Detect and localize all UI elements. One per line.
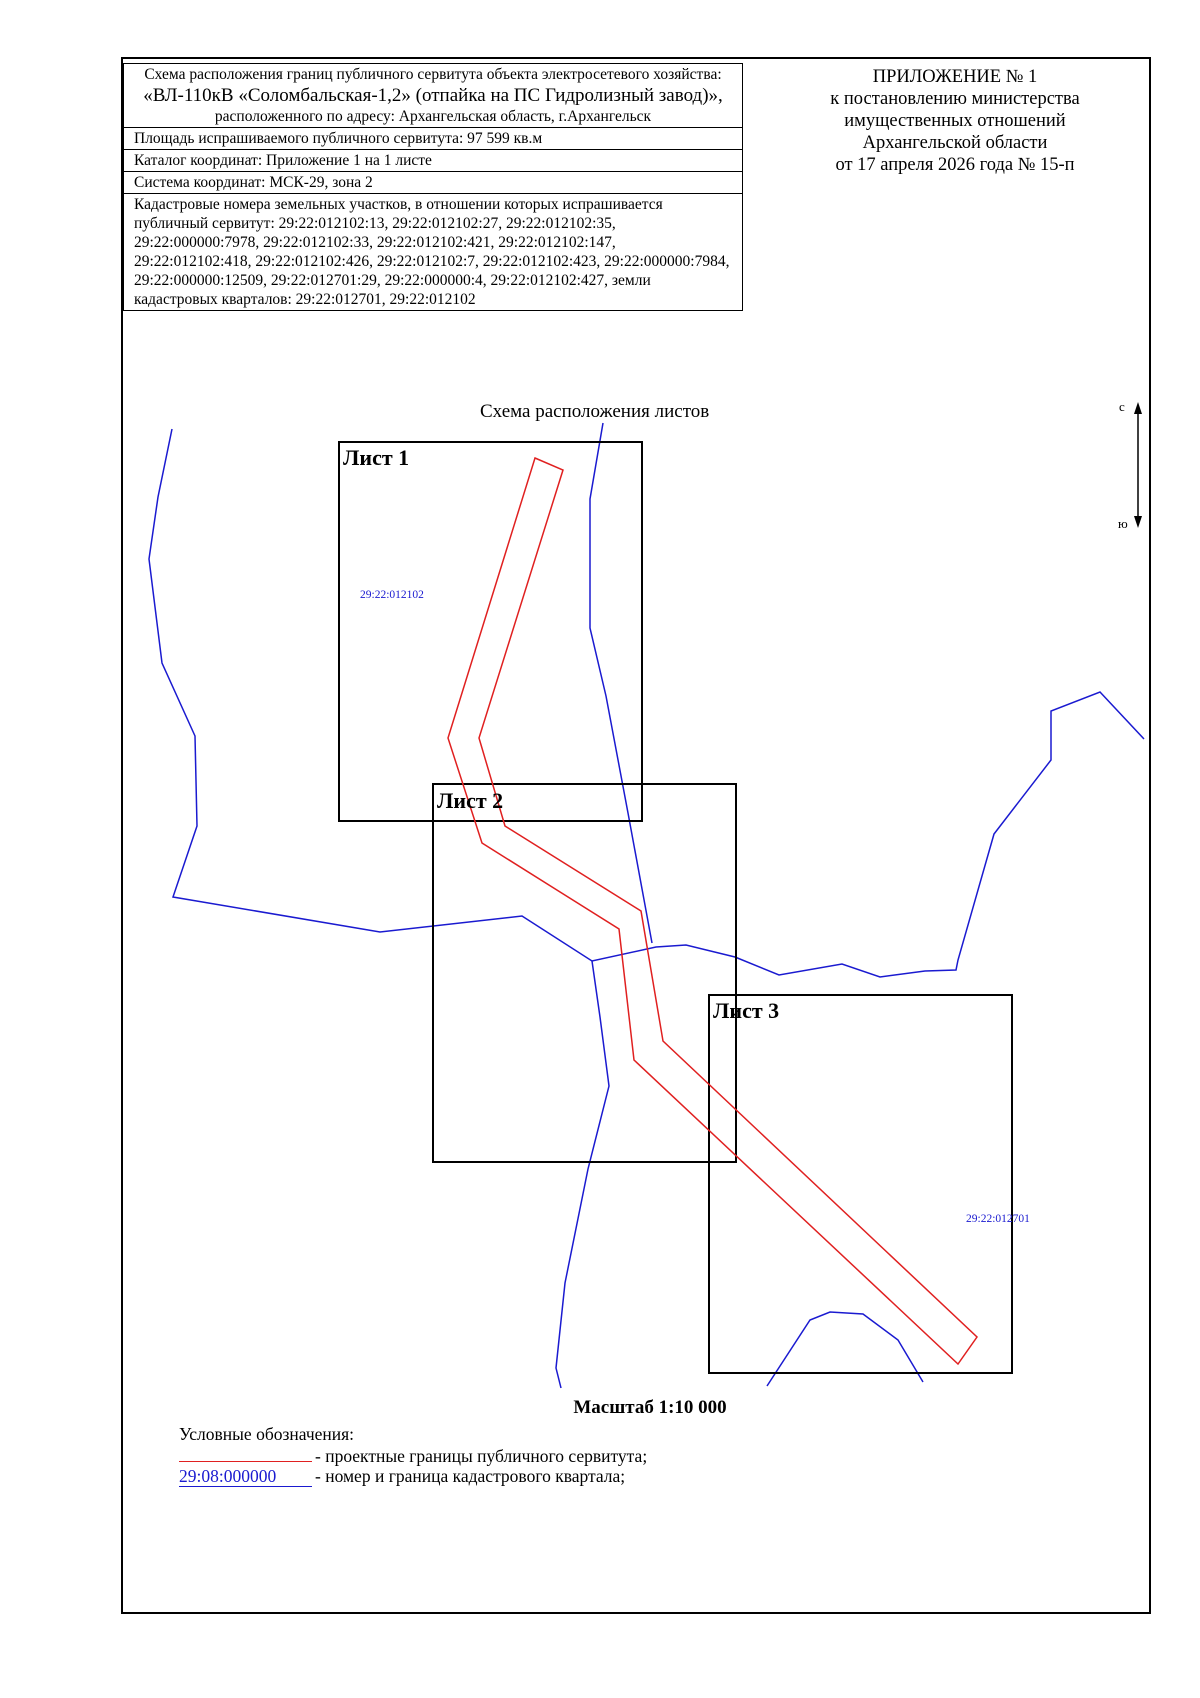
compass-north-label: с — [1119, 399, 1125, 414]
sheet-3-frame — [708, 994, 1013, 1374]
legend-quarter-swatch: 29:08:000000 — [179, 1466, 312, 1487]
sheet-2-frame — [432, 783, 737, 1163]
legend-quarter-text: - номер и граница кадастрового квартала; — [315, 1466, 626, 1486]
appendix-line-3: имущественных отношений — [844, 111, 1066, 131]
crs-cell: Система координат: МСК-29, зона 2 — [123, 171, 743, 194]
sheet-label-1: Лист 1 — [343, 445, 409, 470]
appendix-line-5: от 17 апреля 2026 года № 15-п — [835, 155, 1075, 175]
quarter-boundary-west — [148, 428, 1145, 978]
appendix-block: ПРИЛОЖЕНИЕ № 1 к постановлению министерс… — [800, 66, 1110, 176]
servitude-boundary — [447, 456, 978, 1366]
quarter-boundary-loop — [766, 1311, 924, 1387]
sheet-label-3: Лист 3 — [713, 998, 779, 1023]
north-arrow-icon: с ю — [1118, 399, 1142, 531]
legend-servitude-text: - проектные границы публичного сервитута… — [315, 1446, 648, 1466]
quarter-boundary-south — [555, 960, 610, 1389]
page-frame — [121, 57, 1151, 1614]
appendix-line-1: ПРИЛОЖЕНИЕ № 1 — [872, 67, 1038, 87]
scale-label: Масштаб 1:10 000 — [573, 1397, 727, 1418]
sheet-label-2: Лист 2 — [437, 788, 503, 813]
compass-south-label: ю — [1118, 516, 1128, 531]
scheme-title: Схема расположения листов — [480, 401, 710, 422]
title-line-1: Схема расположения границ публичного сер… — [144, 66, 722, 83]
legend-servitude-swatch — [179, 1445, 312, 1462]
title-block: Схема расположения границ публичного сер… — [123, 63, 743, 311]
quarter-boundaries — [148, 422, 1145, 1389]
legend-heading: Условные обозначения: — [179, 1424, 355, 1444]
quarter-boundary-middle — [589, 422, 653, 944]
appendix-line-4: Архангельской области — [862, 133, 1048, 153]
legend: Условные обозначения: - проектные границ… — [179, 1424, 647, 1487]
appendix-line-2: к постановлению министерства — [830, 89, 1080, 109]
sheet-1-frame — [338, 441, 643, 822]
cadastral-cell: Кадастровые номера земельных участков, в… — [123, 193, 743, 311]
legend-row-servitude: - проектные границы публичного сервитута… — [179, 1445, 647, 1466]
title-line-2: «ВЛ-110кВ «Соломбальская-1,2» (отпайка н… — [143, 85, 723, 106]
sheet-frames — [338, 441, 1013, 1374]
title-cell: Схема расположения границ публичного сер… — [123, 63, 743, 128]
title-line-3: расположенного по адресу: Архангельская … — [214, 108, 652, 125]
quarter-label-012701: 29:22:012701 — [966, 1213, 1030, 1225]
legend-row-quarter: 29:08:000000 - номер и граница кадастров… — [179, 1466, 647, 1487]
quarter-label-012102: 29:22:012102 — [360, 589, 424, 601]
